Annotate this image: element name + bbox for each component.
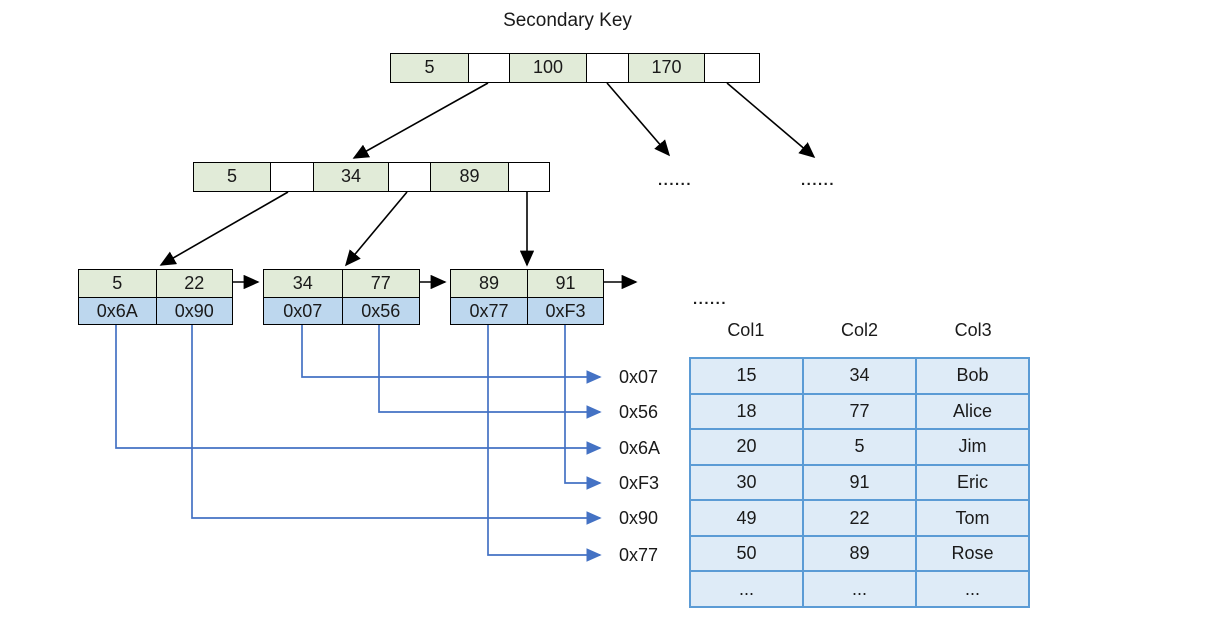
table-cell: 89	[804, 536, 915, 571]
ellipsis-subtree-a: ......	[657, 172, 692, 189]
leaf-node-3: 89 91 0x77 0xF3	[450, 269, 604, 325]
table-cell: Jim	[917, 430, 1028, 464]
pointer-line-0x56-icon	[378, 323, 602, 419]
data-table: 15 34 Bob 18 77 Alice 20 5 Jim 30 91 Eri…	[689, 357, 1030, 608]
edge-root-to-subtree-a-icon	[606, 82, 671, 157]
pointer-line-0x90-icon	[191, 323, 602, 525]
internal-key-cell: 34	[313, 163, 388, 191]
leaf-pointer-cell: 0x77	[451, 297, 527, 324]
table-header-col3: Col3	[954, 320, 992, 340]
record-address-label: 0xF3	[619, 473, 660, 493]
table-cell: ...	[917, 572, 1028, 606]
pointer-line-0x6A-icon	[115, 323, 602, 455]
leaf-key-cell: 91	[527, 270, 603, 297]
record-address-label: 0x07	[619, 367, 659, 387]
table-cell: Tom	[917, 501, 1028, 535]
table-cell: 20	[691, 430, 802, 464]
table-cell: 77	[804, 394, 915, 429]
internal-key-cell: 89	[430, 163, 508, 191]
pointer-line-0x07-icon	[301, 323, 602, 384]
root-pointer-cell	[704, 54, 759, 82]
edge-internal-to-leaf2-icon	[344, 191, 408, 267]
ellipsis-subtree-b: ......	[800, 172, 835, 189]
leaf-node-1: 5 22 0x6A 0x90	[78, 269, 233, 325]
leaf-key-cell: 5	[79, 270, 156, 297]
ellipsis-leaf-chain: ......	[692, 291, 727, 308]
root-key-cell: 170	[628, 54, 704, 82]
table-cell: ...	[804, 572, 915, 606]
leaf-key-cell: 77	[341, 270, 419, 297]
leaf-node-2: 34 77 0x07 0x56	[263, 269, 420, 325]
table-cell: 34	[804, 359, 915, 393]
table-cell: Bob	[917, 359, 1028, 393]
table-cell: 5	[804, 430, 915, 464]
internal-node: 5 34 89	[193, 162, 550, 192]
record-address-label: 0x56	[619, 402, 659, 422]
internal-pointer-cell	[270, 163, 313, 191]
edge-internal-to-leaf1-icon	[159, 191, 289, 266]
root-key-cell: 5	[391, 54, 468, 82]
leaf-pointer-cell: 0xF3	[527, 297, 603, 324]
table-cell: 18	[691, 394, 802, 429]
leaf-key-cell: 22	[155, 270, 232, 297]
edge-root-to-subtree-b-icon	[726, 82, 816, 159]
leaf-key-cell: 34	[264, 270, 342, 297]
leaf-pointer-cell: 0x90	[155, 297, 232, 324]
pointer-line-0x77-icon	[487, 323, 602, 562]
table-cell: Eric	[917, 465, 1028, 500]
diagram-title: Secondary Key	[503, 10, 632, 31]
root-node: 5 100 170	[390, 53, 760, 83]
record-address-label: 0x77	[619, 545, 659, 565]
table-header-col1: Col1	[727, 320, 765, 340]
leaf-pointer-cell: 0x07	[264, 297, 342, 324]
table-cell: ...	[691, 572, 802, 606]
table-cell: 15	[691, 359, 802, 393]
internal-pointer-cell	[508, 163, 549, 191]
table-header-col2: Col2	[840, 320, 879, 340]
root-pointer-cell	[586, 54, 628, 82]
table-cell: 50	[691, 536, 802, 571]
leaf-pointer-cell: 0x6A	[79, 297, 156, 324]
table-cell: 49	[691, 501, 802, 535]
record-address-label: 0x90	[619, 508, 659, 528]
internal-pointer-cell	[388, 163, 430, 191]
table-cell: 22	[804, 501, 915, 535]
table-cell: 30	[691, 465, 802, 500]
pointer-line-0xF3-icon	[564, 323, 602, 490]
table-cell: Rose	[917, 536, 1028, 571]
leaf-pointer-cell: 0x56	[341, 297, 419, 324]
record-address-label: 0x6A	[619, 438, 661, 458]
internal-key-cell: 5	[194, 163, 270, 191]
root-key-cell: 100	[509, 54, 586, 82]
edge-root-to-internal-icon	[352, 82, 489, 159]
table-cell: Alice	[917, 394, 1028, 429]
root-pointer-cell	[468, 54, 509, 82]
table-cell: 91	[804, 465, 915, 500]
leaf-key-cell: 89	[451, 270, 527, 297]
table-column-headers: Col1 Col2 Col3	[689, 317, 1030, 343]
